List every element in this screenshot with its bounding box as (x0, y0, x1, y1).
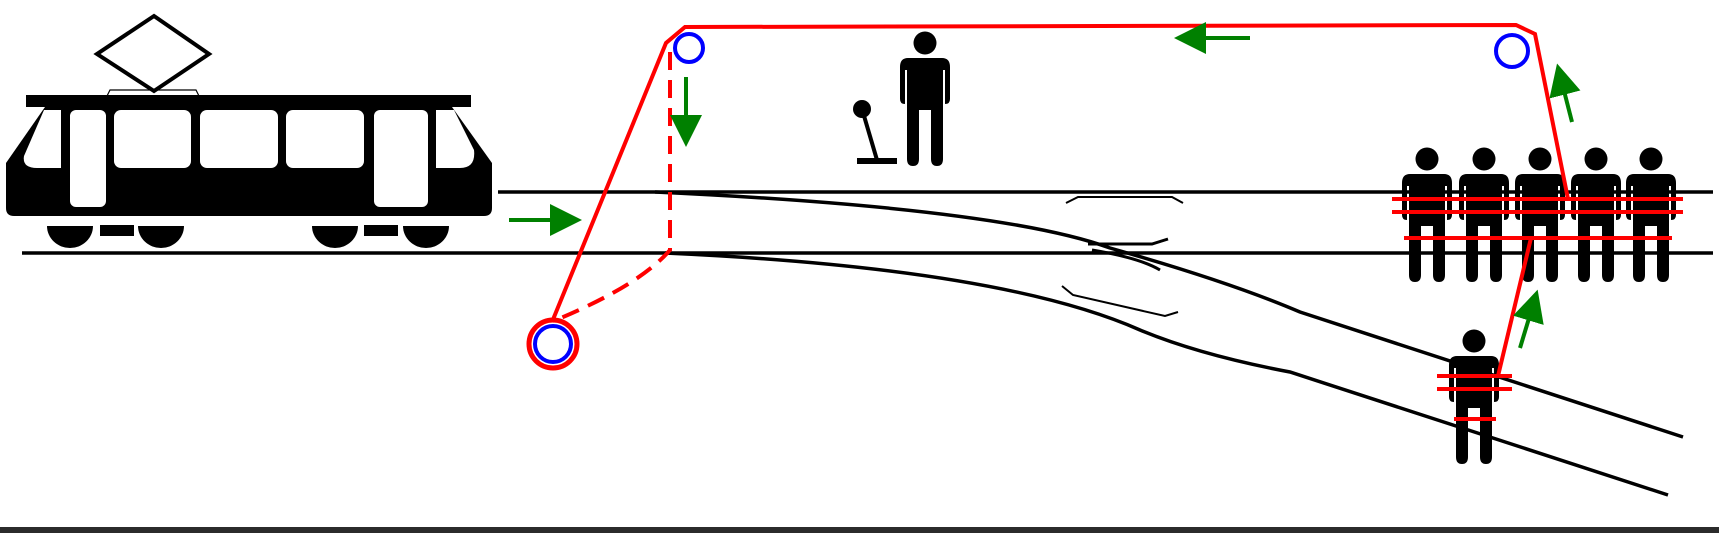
tram-front-window-left (23, 110, 61, 168)
side-track-upper-rail (654, 190, 1684, 439)
tram-door-left (70, 110, 106, 207)
pulley-icon (1494, 33, 1530, 69)
pulley-icon (673, 32, 705, 64)
tram-bogie-front (47, 225, 184, 248)
rope-dashed (555, 52, 672, 322)
person-icon (1402, 147, 1452, 282)
person-icon (1459, 147, 1509, 282)
rope-up-lower-arrow (1513, 289, 1544, 349)
pulley-icon (533, 324, 573, 364)
lever-handle (860, 108, 879, 161)
lever-base (857, 158, 897, 164)
switch-blade-middle (1088, 237, 1169, 246)
bystander-person-icon (900, 31, 950, 166)
tram-icon (6, 13, 492, 248)
tracks (22, 190, 1713, 497)
rope-to-single-person (1496, 237, 1533, 377)
motion-arrows (509, 22, 1581, 349)
tram-pantograph (93, 13, 213, 94)
switch-blade-point (1091, 248, 1161, 272)
rope-top-line (550, 22, 1570, 323)
switch-guard-rail (1061, 285, 1179, 318)
pulley-rope-system (526, 22, 1683, 421)
tram-front-window-right (436, 110, 475, 168)
pulleys (533, 32, 1530, 364)
person-icon (1626, 147, 1676, 282)
tram-pantograph-base (105, 89, 201, 99)
person-on-side-track-icon (1449, 329, 1499, 464)
pulley-ring (526, 317, 580, 371)
tram-roof (26, 95, 471, 107)
person-icon (1571, 147, 1621, 282)
bottom-border-bar (0, 527, 1719, 533)
group-on-main-track (1402, 147, 1676, 282)
person-icon (1515, 147, 1565, 282)
side-track-lower-rail (664, 251, 1669, 497)
tram-windows (23, 110, 475, 207)
tram-window-1 (114, 110, 191, 168)
switch-blade-upper (1065, 196, 1184, 204)
tram-bogie-rear (312, 225, 449, 248)
lever-icon (853, 100, 897, 164)
tram-window-2 (200, 110, 278, 168)
tram-window-3 (286, 110, 364, 168)
tram-door-right (374, 110, 428, 207)
rope-up-right-arrow (1549, 63, 1581, 123)
